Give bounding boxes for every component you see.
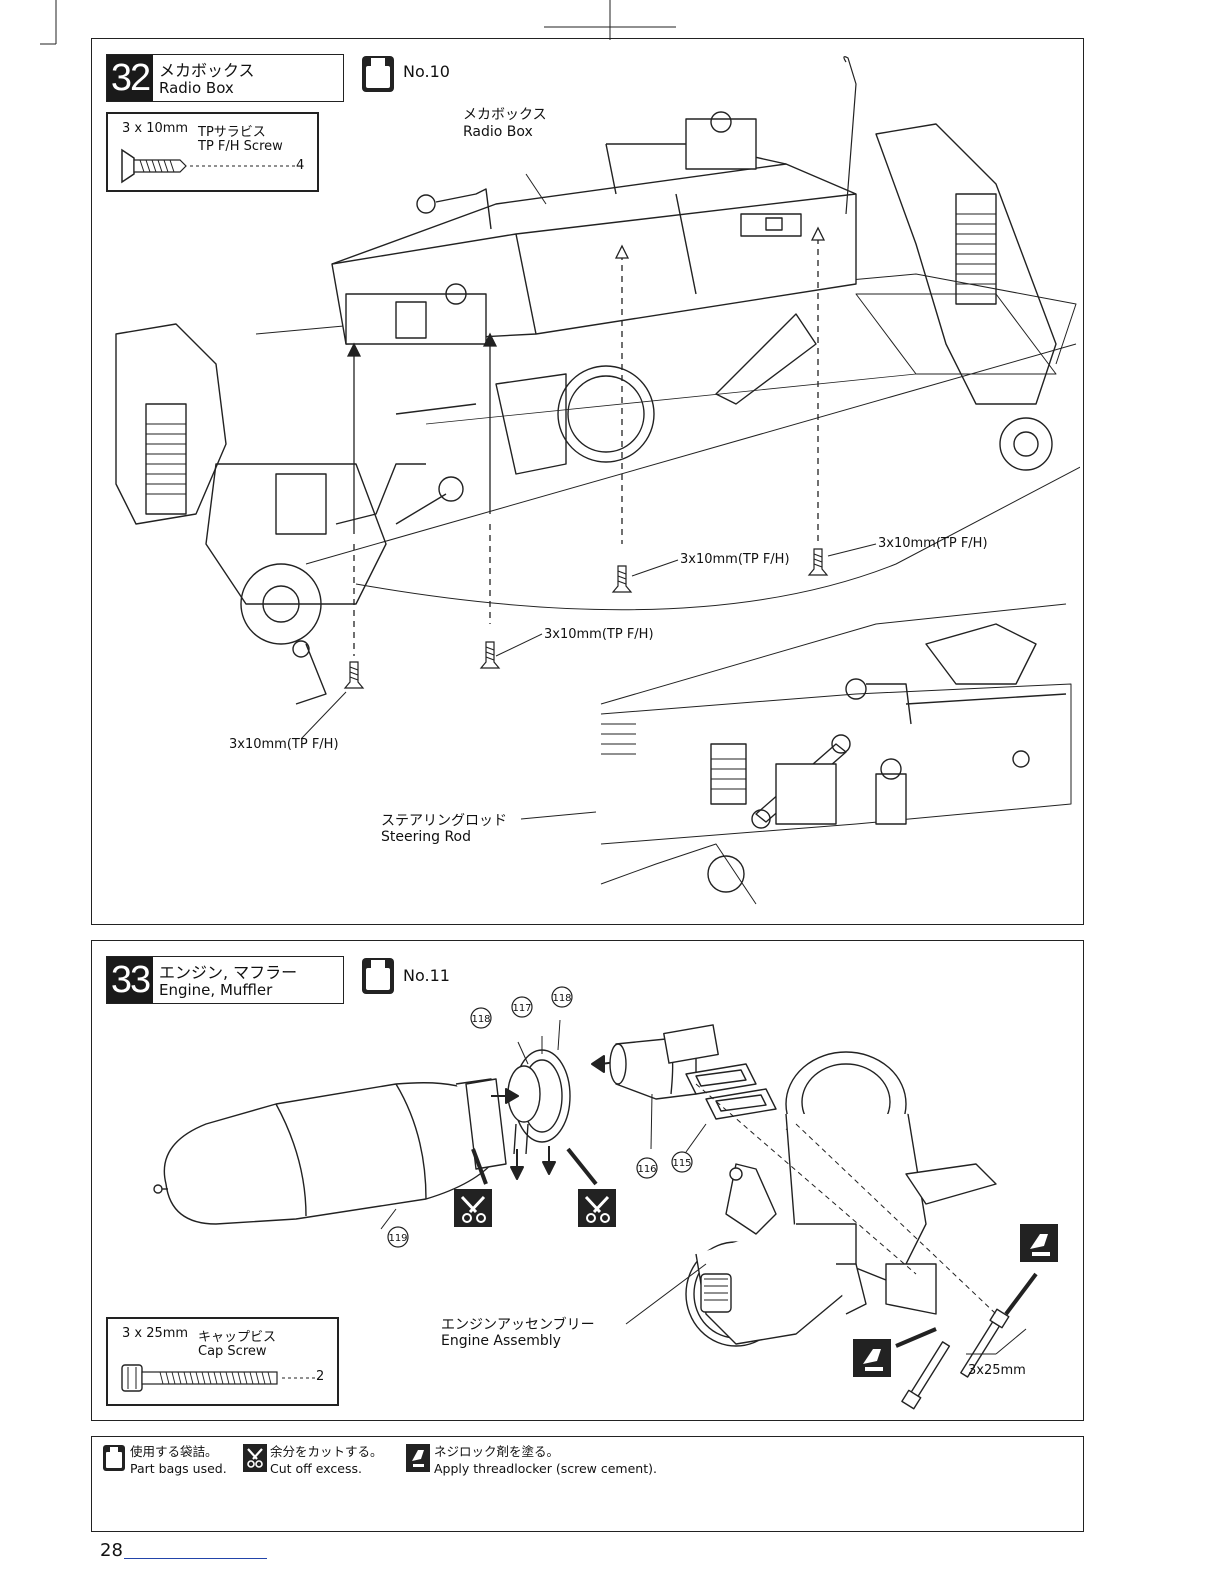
cutter-icon bbox=[243, 1444, 267, 1472]
bag-icon bbox=[362, 958, 394, 994]
screw-label-4: 3x10mm(TP F/H) bbox=[229, 737, 339, 752]
radio-box-label-jp: メカボックス bbox=[463, 107, 547, 123]
step-32-number: 32 bbox=[107, 55, 153, 101]
step-33-number: 33 bbox=[107, 957, 153, 1003]
steering-rod-label-jp: ステアリングロッド bbox=[381, 813, 507, 829]
legend-bag-en: Part bags used. bbox=[130, 1461, 227, 1476]
step-32-title-en: Radio Box bbox=[159, 79, 234, 97]
parts-size: 3 x 10mm bbox=[122, 121, 189, 136]
callout-119: 119 bbox=[388, 1233, 407, 1244]
screw-label-3: 3x10mm(TP F/H) bbox=[544, 627, 654, 642]
step-33-parts-box: 3 x 25mm キャップビス Cap Screw 2 bbox=[106, 1317, 339, 1406]
parts-name-jp: キャップビス bbox=[198, 1330, 277, 1345]
flat-head-screw-icon bbox=[121, 148, 295, 184]
parts-size: 3 x 25mm bbox=[122, 1326, 189, 1341]
parts-name-en: Cap Screw bbox=[198, 1344, 267, 1359]
step-32-header: 32 メカボックス Radio Box bbox=[106, 54, 344, 102]
step-32-panel bbox=[91, 38, 1084, 925]
step-33-title-en: Engine, Muffler bbox=[159, 981, 273, 999]
engine-label-jp: エンジンアッセンブリー bbox=[441, 1317, 595, 1333]
bag-icon bbox=[362, 56, 394, 92]
bag-icon bbox=[103, 1445, 125, 1471]
legend-panel bbox=[91, 1436, 1084, 1532]
step-33-bag-label: No.11 bbox=[403, 966, 450, 985]
parts-qty: 4 bbox=[296, 158, 305, 173]
parts-name-en: TP F/H Screw bbox=[198, 139, 283, 154]
legend-lock-jp: ネジロック剤を塗る。 bbox=[434, 1444, 560, 1459]
legend-lock-en: Apply threadlocker (screw cement). bbox=[434, 1461, 657, 1476]
callout-118-a: 118 bbox=[471, 1014, 490, 1025]
radio-box-label-en: Radio Box bbox=[463, 124, 533, 140]
radio-box-assembly-drawing bbox=[115, 56, 1080, 905]
engine-muffler-drawing: 118 117 118 116 115 119 bbox=[153, 986, 1058, 1410]
parts-qty: 2 bbox=[316, 1369, 325, 1384]
callout-118-b: 118 bbox=[552, 993, 571, 1004]
step-32-bag-label: No.10 bbox=[403, 62, 450, 81]
page-number: 28 bbox=[100, 1540, 123, 1561]
cap-screw-size-label: 3x25mm bbox=[968, 1363, 1026, 1378]
engine-label-en: Engine Assembly bbox=[441, 1333, 561, 1349]
steering-rod-label-en: Steering Rod bbox=[381, 829, 472, 845]
legend-cut-en: Cut off excess. bbox=[270, 1461, 362, 1476]
step-33-header: 33 エンジン, マフラー Engine, Muffler bbox=[106, 956, 344, 1004]
screw-label-1: 3x10mm(TP F/H) bbox=[878, 536, 988, 551]
step-32-parts-box: 3 x 10mm TPサラビス TP F/H Screw 4 bbox=[106, 112, 319, 192]
legend-bag-jp: 使用する袋詰。 bbox=[130, 1444, 218, 1459]
threadlocker-icon bbox=[406, 1444, 430, 1472]
page-number-underline bbox=[124, 1558, 267, 1559]
step-32-title-jp: メカボックス bbox=[159, 61, 255, 80]
legend-cut-jp: 余分をカットする。 bbox=[270, 1444, 383, 1459]
cap-screw-icon bbox=[121, 1364, 315, 1392]
callout-117: 117 bbox=[512, 1003, 531, 1014]
callout-115: 115 bbox=[672, 1158, 691, 1169]
parts-name-jp: TPサラビス bbox=[198, 125, 266, 140]
screw-label-2: 3x10mm(TP F/H) bbox=[680, 552, 790, 567]
step-33-panel bbox=[91, 940, 1084, 1421]
crop-marks bbox=[40, 0, 676, 45]
step-33-title-jp: エンジン, マフラー bbox=[159, 963, 298, 982]
callout-116: 116 bbox=[637, 1164, 656, 1175]
